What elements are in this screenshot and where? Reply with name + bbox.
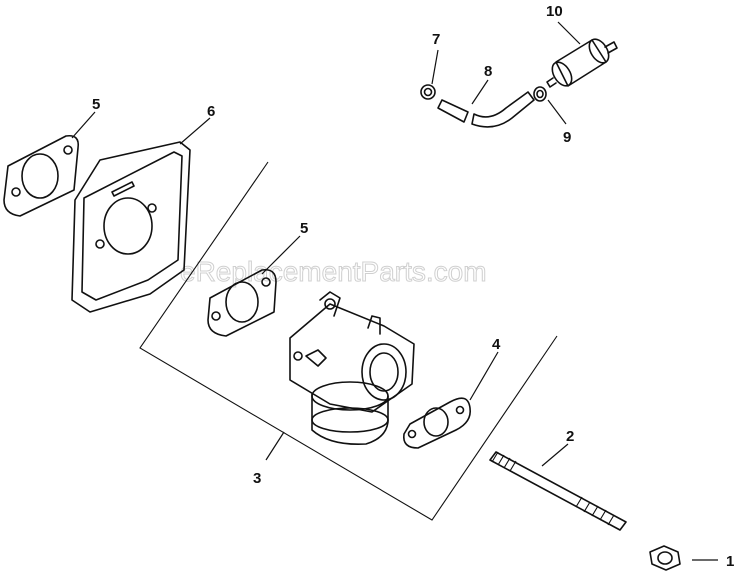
part-clamp-7	[420, 84, 436, 100]
part-hose	[437, 91, 535, 128]
part-stud-bolt	[489, 451, 627, 531]
part-gasket-upper	[3, 134, 80, 217]
part-carburetor	[289, 291, 415, 446]
callout-2: 2	[566, 428, 574, 445]
callout-1: 1	[726, 553, 734, 570]
callouts: 1 2 3 4 5 5 6 7 8 9 10	[92, 3, 734, 570]
part-fuel-filter	[546, 38, 618, 88]
callout-5-middle: 5	[300, 220, 308, 237]
callout-6: 6	[207, 103, 215, 120]
callout-7: 7	[432, 31, 440, 48]
leader-lines	[71, 21, 718, 561]
callout-3: 3	[253, 470, 261, 487]
callout-5-upper: 5	[92, 96, 100, 113]
part-air-baffle	[71, 141, 191, 313]
callout-8: 8	[484, 63, 492, 80]
watermark: eReplacementParts.com	[180, 256, 487, 287]
callout-10: 10	[546, 3, 563, 20]
part-gasket-middle	[207, 268, 277, 337]
part-gasket-small	[402, 397, 472, 449]
callout-9: 9	[563, 129, 571, 146]
part-hex-nut	[649, 545, 681, 571]
assembly-bracket	[139, 161, 558, 521]
part-clamp-9	[533, 86, 547, 102]
callout-4: 4	[492, 336, 501, 353]
